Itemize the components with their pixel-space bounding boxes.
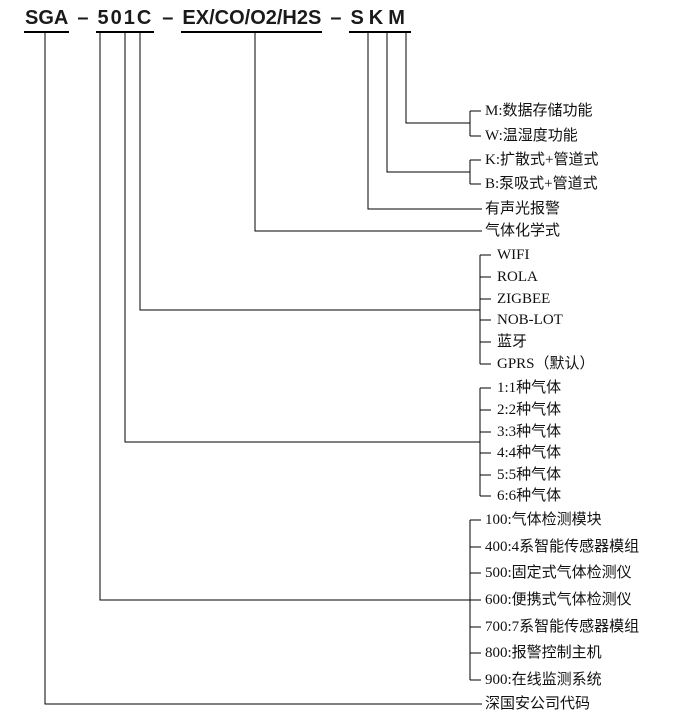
- connector-series: [99, 33, 481, 601]
- connector-company-code: [44, 33, 482, 705]
- code-segment-company: SGA: [24, 7, 70, 33]
- connector-gas-count: [124, 33, 480, 443]
- label-sampling-b: B:泵吸式+管道式: [485, 176, 598, 192]
- label-storage-w: W:温湿度功能: [485, 128, 578, 144]
- label-series-900: 900:在线监测系统: [485, 672, 602, 688]
- label-gas-count-5: 5:5种气体: [497, 467, 562, 483]
- code-dash: –: [77, 7, 89, 29]
- label-series-100: 100:气体检测模块: [485, 512, 602, 528]
- label-series-500: 500:固定式气体检测仪: [485, 565, 632, 581]
- code-dash: –: [330, 7, 342, 29]
- label-series-700: 700:7系智能传感器模组: [485, 619, 640, 635]
- connector-storage: [405, 33, 470, 124]
- code-dash: –: [162, 7, 174, 29]
- label-comm-rola: ROLA: [497, 269, 538, 285]
- label-gas-count-2: 2:2种气体: [497, 402, 562, 418]
- label-gas-formula: 气体化学式: [485, 223, 561, 239]
- connector-gas-formula: [254, 33, 482, 232]
- label-alarm: 有声光报警: [485, 201, 561, 217]
- label-gas-count-1: 1:1种气体: [497, 380, 562, 396]
- connector-alarm: [367, 33, 482, 210]
- label-comm-nob-lot: NOB-LOT: [497, 312, 563, 328]
- label-sampling-k: K:扩散式+管道式: [485, 152, 599, 168]
- code-segment-options: SKM: [349, 7, 411, 33]
- label-comm-gprs: GPRS（默认）: [497, 356, 595, 372]
- label-comm-bluetooth: 蓝牙: [497, 334, 528, 350]
- label-series-800: 800:报警控制主机: [485, 645, 602, 661]
- label-comm-wifi: WIFI: [497, 247, 530, 263]
- connector-sampling: [386, 33, 470, 173]
- label-series-600: 600:便携式气体检测仪: [485, 592, 632, 608]
- label-company-code: 深国安公司代码: [485, 696, 591, 712]
- label-gas-count-6: 6:6种气体: [497, 488, 562, 504]
- label-storage-m: M:数据存储功能: [485, 103, 593, 119]
- label-gas-count-3: 3:3种气体: [497, 424, 562, 440]
- label-comm-zigbee: ZIGBEE: [497, 291, 551, 307]
- code-segment-gases: EX/CO/O2/H2S: [181, 7, 323, 33]
- model-code: SGA – 501C – EX/CO/O2/H2S – SKM: [24, 7, 411, 33]
- connector-comm: [139, 33, 480, 311]
- label-series-400: 400:4系智能传感器模组: [485, 539, 640, 555]
- code-segment-series: 501C: [96, 7, 155, 33]
- label-gas-count-4: 4:4种气体: [497, 445, 562, 461]
